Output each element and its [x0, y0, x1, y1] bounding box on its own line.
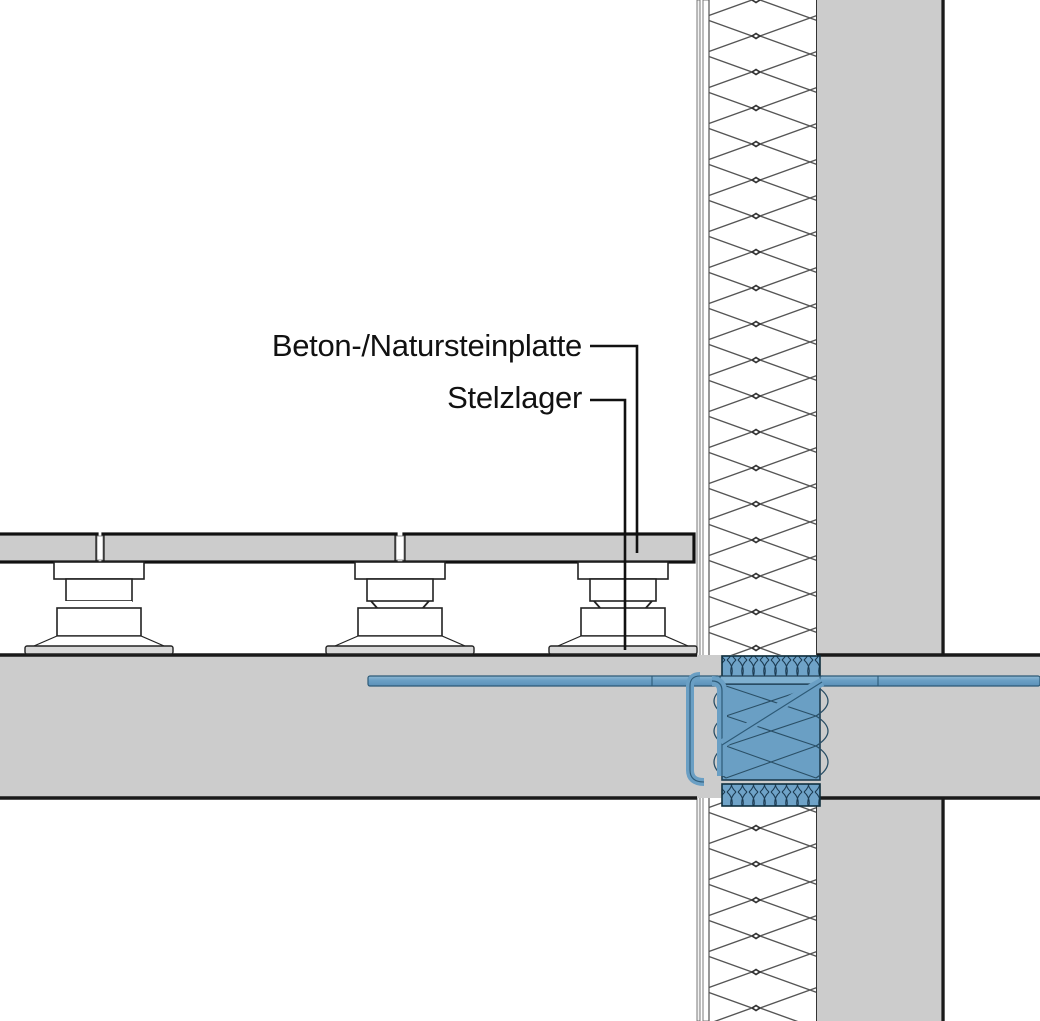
- wall-core-insulation: [709, 0, 817, 1021]
- wall-cavity-line: [702, 0, 710, 1021]
- joint-insulation-block: [713, 683, 829, 781]
- edge-profile: [719, 675, 823, 685]
- wall-structural-leaf: [817, 0, 945, 1021]
- pedestal: [325, 561, 475, 655]
- paving-slabs: [0, 532, 696, 564]
- leader-stelzlager: [590, 398, 627, 650]
- paving-slab: [402, 532, 696, 564]
- waterproofing-detail: [367, 655, 1040, 807]
- sealing-tape-lower: [721, 783, 821, 807]
- paving-slab: [0, 532, 99, 564]
- exterior-wall: [696, 0, 945, 1021]
- annotation-label-stelzlager: Stelzlager: [447, 380, 582, 415]
- pedestal: [548, 561, 698, 655]
- membrane-right-run: [819, 675, 1040, 687]
- slab-joint: [395, 535, 405, 561]
- wall-outer-skin: [696, 0, 701, 1021]
- slab-joint: [96, 535, 104, 561]
- leader-beton-naturstein: [590, 344, 639, 553]
- membrane-diagonal-leg: [719, 678, 825, 748]
- leader-lines: [590, 344, 639, 650]
- pedestal-group: [24, 561, 698, 655]
- sealing-tape-upper: [721, 655, 821, 679]
- paving-slab: [101, 532, 398, 564]
- pedestal: [24, 561, 174, 655]
- annotation-label-beton-naturstein: Beton-/Natursteinplatte: [271, 328, 582, 363]
